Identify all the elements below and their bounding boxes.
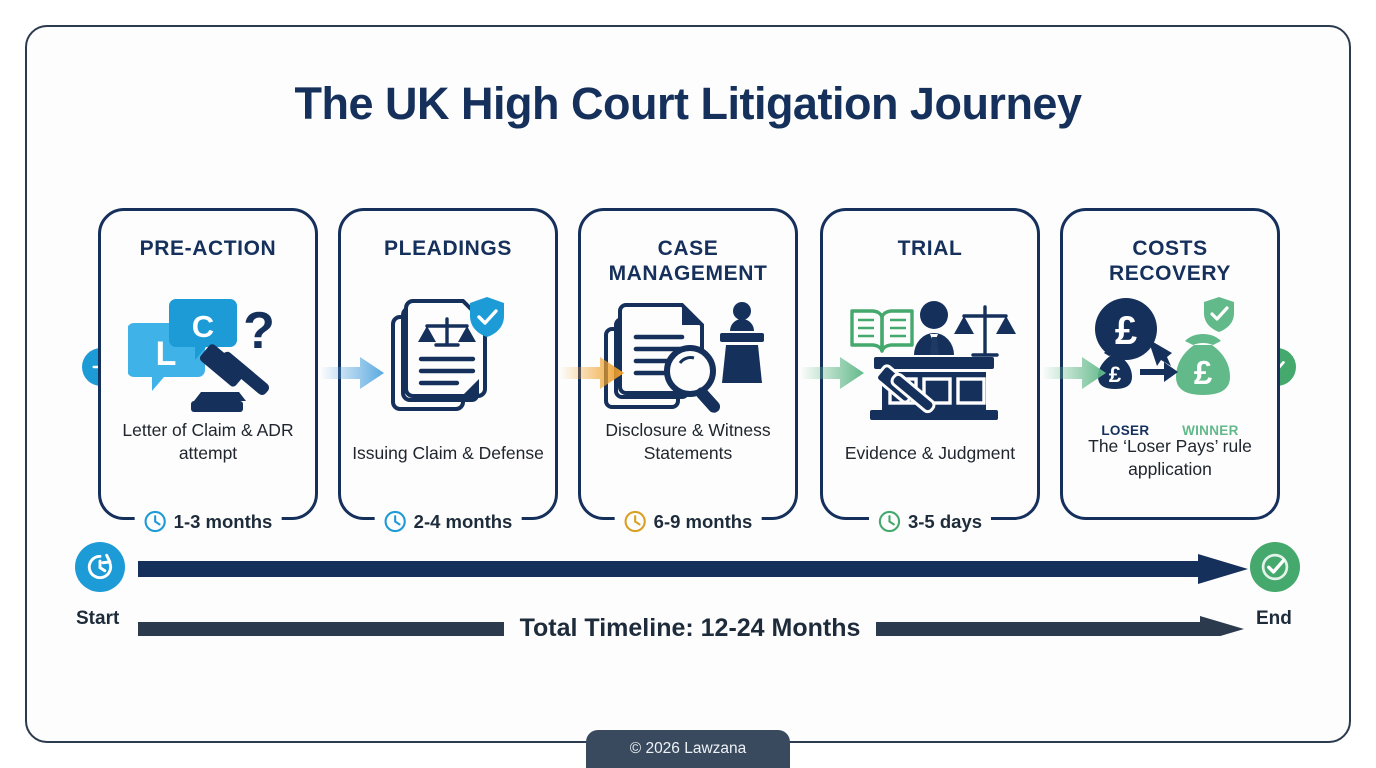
timeline: Start Total Timeline: 12-24 Months End bbox=[60, 542, 1320, 652]
stage-card-costs-recovery[interactable]: COSTS RECOVERY £ bbox=[1060, 208, 1280, 520]
svg-text:C: C bbox=[192, 309, 214, 344]
question-mark-icon: ? bbox=[243, 302, 275, 360]
money-labels-row: LOSER WINNER bbox=[1063, 423, 1277, 438]
stage-title: COSTS RECOVERY bbox=[1109, 237, 1231, 285]
stage-title: PRE-ACTION bbox=[139, 237, 277, 260]
clock-refresh-icon bbox=[75, 542, 125, 592]
magnifier-icon bbox=[664, 345, 721, 413]
svg-text:£: £ bbox=[1194, 354, 1213, 391]
footer-tab: © 2026 Lawzana bbox=[586, 730, 790, 768]
stage-description: Issuing Claim & Defense bbox=[352, 442, 544, 463]
money-transfer-icon: £ £ bbox=[1063, 295, 1277, 423]
shield-check-icon bbox=[470, 297, 504, 337]
stage-title: CASE MANAGEMENT bbox=[608, 237, 768, 285]
connector-arrow-2 bbox=[560, 356, 624, 390]
duration-text: 3-5 days bbox=[907, 510, 983, 532]
stage-card-case-management[interactable]: CASE MANAGEMENT bbox=[578, 208, 798, 533]
stage-duration-badge: 6-9 months bbox=[614, 510, 762, 533]
gavel-icon bbox=[875, 364, 936, 414]
clock-icon bbox=[878, 510, 901, 533]
pound-coin-icon: £ bbox=[1095, 298, 1157, 360]
documents-magnifier-podium-icon bbox=[581, 289, 795, 429]
document-lines bbox=[418, 356, 476, 386]
clock-icon bbox=[144, 510, 166, 533]
timeline-end-label: End bbox=[1256, 608, 1292, 629]
svg-text:£: £ bbox=[1109, 362, 1122, 387]
stage-description: The ‘Loser Pays’ rule application bbox=[1088, 435, 1252, 479]
podium-witness-icon bbox=[720, 302, 764, 383]
timeline-end-check-icon bbox=[1250, 542, 1300, 592]
open-book-icon bbox=[850, 309, 914, 353]
stage-duration-badge: 3-5 days bbox=[868, 510, 992, 533]
duration-text: 1-3 months bbox=[173, 510, 273, 532]
shield-check-icon bbox=[1204, 297, 1234, 332]
loser-money-bag-icon: £ bbox=[1098, 348, 1132, 389]
stage-duration-badge: 2-4 months bbox=[374, 510, 522, 533]
stage-card-pleadings[interactable]: PLEADINGS bbox=[338, 208, 558, 533]
stage-card-pre-action[interactable]: PRE-ACTION L C ? bbox=[98, 208, 318, 533]
clock-icon bbox=[624, 510, 646, 533]
stage-duration-badge: 1-3 months bbox=[134, 510, 282, 533]
stage-title: TRIAL bbox=[897, 237, 963, 260]
stage-title: PLEADINGS bbox=[384, 237, 512, 260]
clock-icon bbox=[384, 510, 406, 533]
duration-text: 6-9 months bbox=[653, 510, 753, 532]
transfer-arrow-icon bbox=[1140, 339, 1178, 382]
judge-figure-icon bbox=[914, 301, 954, 355]
scales-icon bbox=[954, 305, 1016, 357]
connector-arrow-4 bbox=[1042, 356, 1106, 390]
timeline-start-label: Start bbox=[76, 608, 120, 629]
scales-icon bbox=[418, 317, 476, 347]
loser-label: LOSER bbox=[1101, 423, 1150, 438]
copyright-text: © 2026 Lawzana bbox=[629, 740, 747, 757]
stage-card-trial[interactable]: TRIAL bbox=[820, 208, 1040, 533]
courtroom-bench-gavel-icon bbox=[823, 289, 1037, 429]
svg-text:?: ? bbox=[243, 302, 275, 360]
gavel-icon bbox=[191, 344, 270, 412]
stage-description: Disclosure & Witness Statements bbox=[605, 419, 771, 463]
connector-arrow-3 bbox=[800, 356, 864, 390]
page-title: The UK High Court Litigation Journey bbox=[294, 78, 1082, 129]
stage-description: Evidence & Judgment bbox=[844, 442, 1016, 463]
connector-arrow-1 bbox=[320, 356, 384, 390]
duration-text: 2-4 months bbox=[413, 510, 513, 532]
winner-label: WINNER bbox=[1182, 423, 1239, 438]
bubble-c-icon: C bbox=[169, 299, 237, 360]
stage-row: PRE-ACTION L C ? bbox=[98, 208, 1280, 533]
timeline-lower-line bbox=[138, 614, 1248, 642]
timeline-main-bar bbox=[138, 554, 1248, 589]
document-scales-shield-icon bbox=[341, 289, 555, 429]
winner-money-bag-icon: £ bbox=[1176, 334, 1230, 395]
speech-bubbles-gavel-icon: L C ? bbox=[101, 289, 315, 429]
stage-description: Letter of Claim & ADR attempt bbox=[122, 419, 294, 463]
svg-text:£: £ bbox=[1115, 309, 1137, 353]
